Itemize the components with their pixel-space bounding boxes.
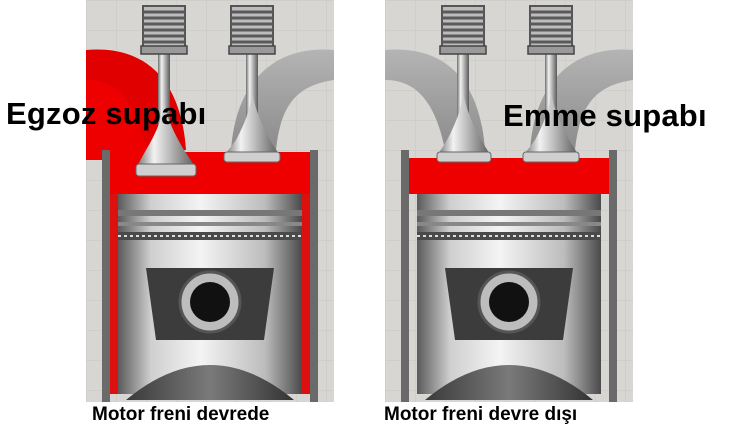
piston bbox=[417, 194, 601, 400]
caption-brake-off: Motor freni devre dışı bbox=[384, 404, 577, 426]
cylinder-gas bbox=[409, 158, 609, 194]
intake-valve-label: Emme supabı bbox=[503, 98, 707, 134]
engine-brake-off-diagram bbox=[385, 0, 633, 402]
caption-brake-on: Motor freni devrede bbox=[92, 404, 269, 426]
piston bbox=[118, 194, 302, 400]
engine-brake-on-diagram bbox=[86, 0, 334, 402]
exhaust-valve-label: Egzoz supabı bbox=[6, 96, 206, 132]
